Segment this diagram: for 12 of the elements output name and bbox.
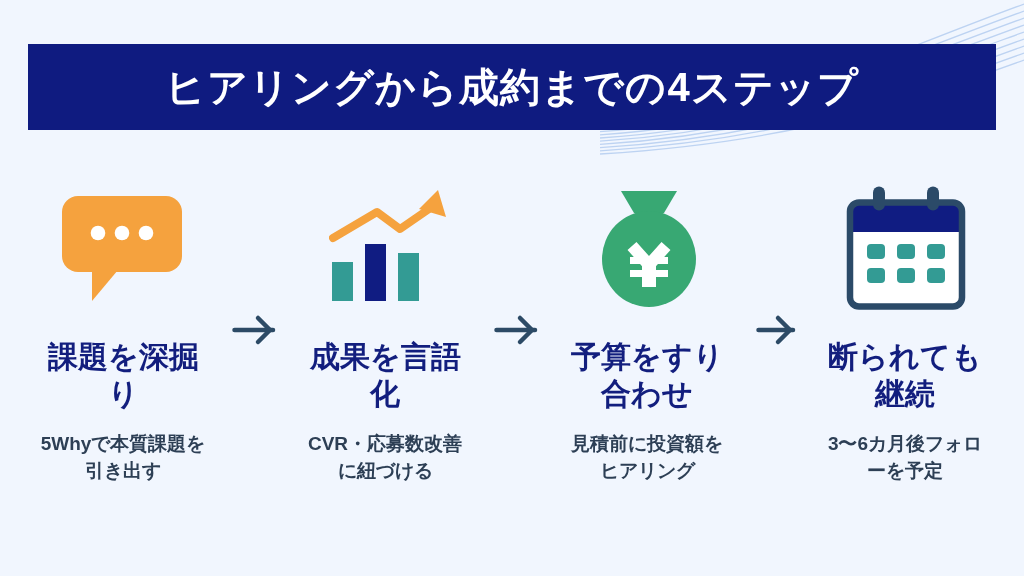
step-heading: 成果を言語化	[308, 339, 462, 412]
step-heading: 予算をすり合わせ	[569, 339, 725, 412]
step-description: 見積前に投資額をヒアリング	[570, 432, 724, 483]
arrow	[232, 315, 276, 345]
title-banner: ヒアリングから成約までの4ステップ	[28, 44, 996, 130]
step-description: CVR・応募数改善に紐づける	[306, 432, 464, 483]
arrow	[756, 315, 796, 345]
step-description: 5Whyで本質課題を引き出す	[39, 432, 207, 483]
step-description: 3〜6カ月後フォローを予定	[826, 432, 984, 483]
step-heading: 課題を深掘り	[46, 339, 200, 412]
arrow	[494, 315, 538, 345]
step-heading: 断られても継続	[827, 339, 983, 412]
